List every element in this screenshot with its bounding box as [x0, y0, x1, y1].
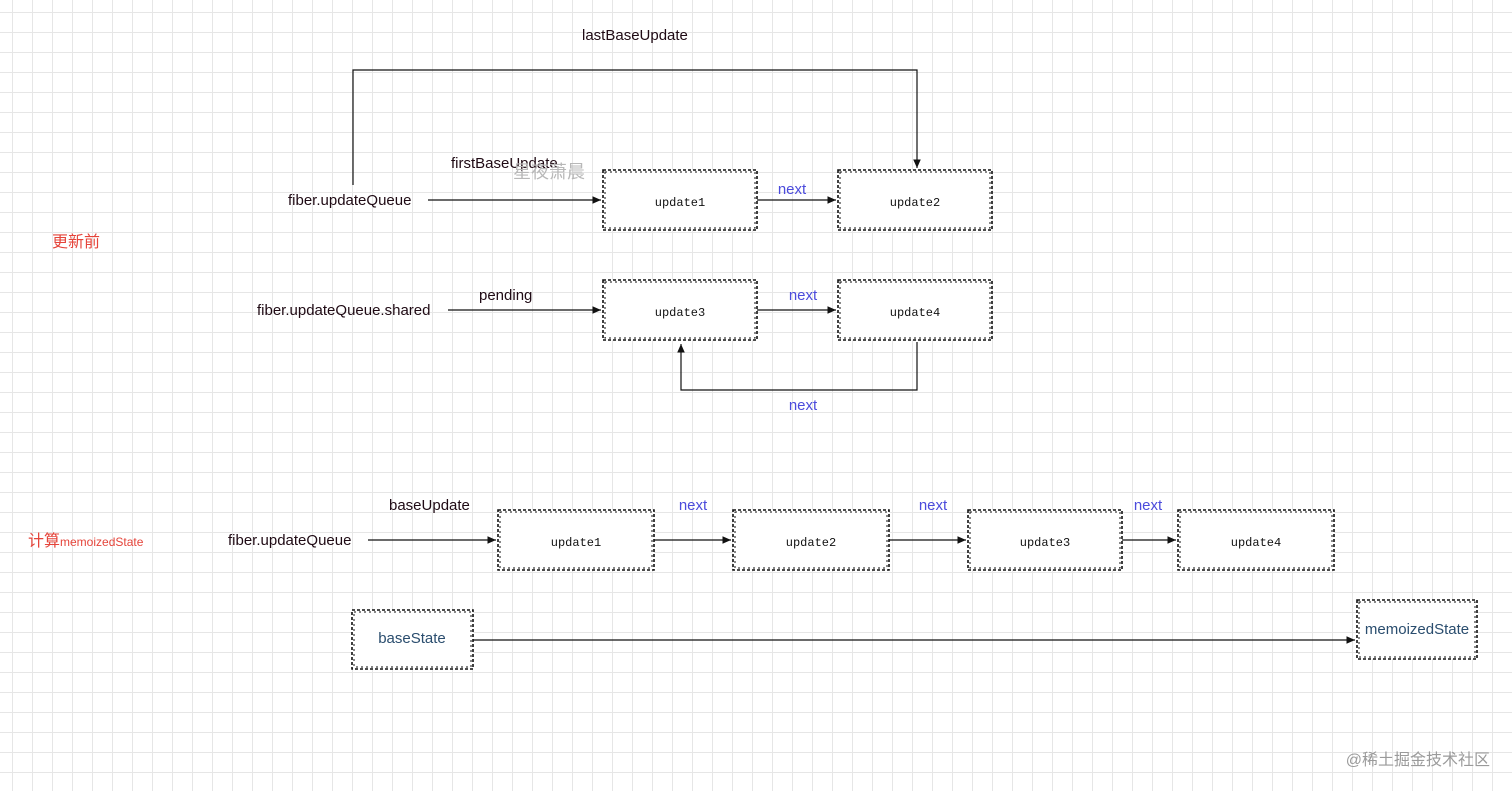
arrow-last-base-update — [352, 69, 921, 185]
label-base-update: baseUpdate — [389, 497, 470, 514]
node-base-state: baseState — [351, 609, 474, 670]
node-top-update1: update1 — [602, 169, 758, 231]
node-bottom-update2-label: update2 — [786, 536, 836, 550]
section-label-compute-suffix: memoizedState — [60, 535, 144, 549]
node-bottom-update4: update4 — [1177, 509, 1335, 571]
next-label-top-1: next — [778, 181, 807, 198]
next-label-top-loop: next — [789, 397, 818, 414]
section-label-compute: 计算memoizedState — [28, 531, 144, 550]
node-memoized-state: memoizedState — [1356, 599, 1478, 660]
node-top-update2-label: update2 — [890, 196, 940, 210]
label-first-base-update: firstBaseUpdate — [451, 155, 558, 172]
section-label-before-update: 更新前 — [52, 233, 100, 251]
node-top-update2: update2 — [837, 169, 993, 231]
author-watermark: 星夜萧晨 — [513, 162, 585, 182]
node-base-state-label: baseState — [378, 630, 446, 647]
label-fiber-update-queue-bottom: fiber.updateQueue — [228, 532, 351, 549]
label-last-base-update: lastBaseUpdate — [582, 27, 688, 44]
node-top-update3: update3 — [602, 279, 758, 341]
section-label-compute-prefix: 计算 — [28, 531, 60, 550]
node-memoized-state-label: memoizedState — [1365, 621, 1469, 638]
site-watermark: @稀土掘金技术社区 — [1346, 751, 1490, 769]
next-label-top-2: next — [789, 287, 818, 304]
label-fiber-update-queue-top: fiber.updateQueue — [288, 192, 411, 209]
label-pending: pending — [479, 287, 532, 304]
node-bottom-update1-label: update1 — [551, 536, 601, 550]
node-bottom-update3: update3 — [967, 509, 1123, 571]
arrow-update4-loop-to-update3 — [677, 342, 918, 391]
node-bottom-update3-label: update3 — [1020, 536, 1070, 550]
node-top-update4: update4 — [837, 279, 993, 341]
next-label-bottom-1: next — [679, 497, 708, 514]
node-top-update1-label: update1 — [655, 196, 705, 210]
node-bottom-update2: update2 — [732, 509, 890, 571]
node-top-update4-label: update4 — [890, 306, 940, 320]
node-bottom-update1: update1 — [497, 509, 655, 571]
next-label-bottom-2: next — [919, 497, 948, 514]
node-top-update3-label: update3 — [655, 306, 705, 320]
label-fiber-update-queue-shared: fiber.updateQueue.shared — [257, 302, 430, 319]
node-bottom-update4-label: update4 — [1231, 536, 1281, 550]
next-label-bottom-3: next — [1134, 497, 1163, 514]
